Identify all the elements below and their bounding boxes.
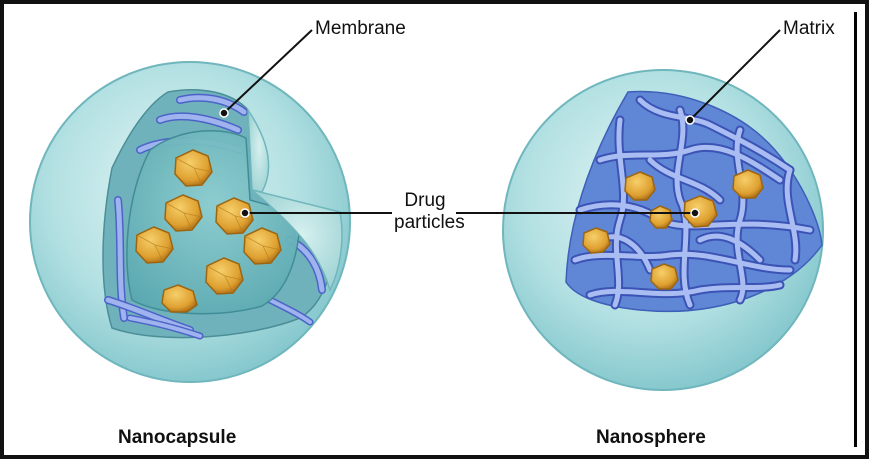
membrane-label: Membrane xyxy=(315,18,406,40)
drug-label-line1: Drug xyxy=(394,190,456,212)
nanocapsule xyxy=(30,62,350,382)
drug-particles-label: Drug particles xyxy=(394,190,456,234)
nanosphere xyxy=(503,70,823,390)
nanocapsule-title: Nanocapsule xyxy=(118,427,236,449)
nanosphere-title: Nanosphere xyxy=(596,427,706,449)
matrix-label: Matrix xyxy=(783,18,835,40)
drug-label-line2: particles xyxy=(394,212,456,234)
